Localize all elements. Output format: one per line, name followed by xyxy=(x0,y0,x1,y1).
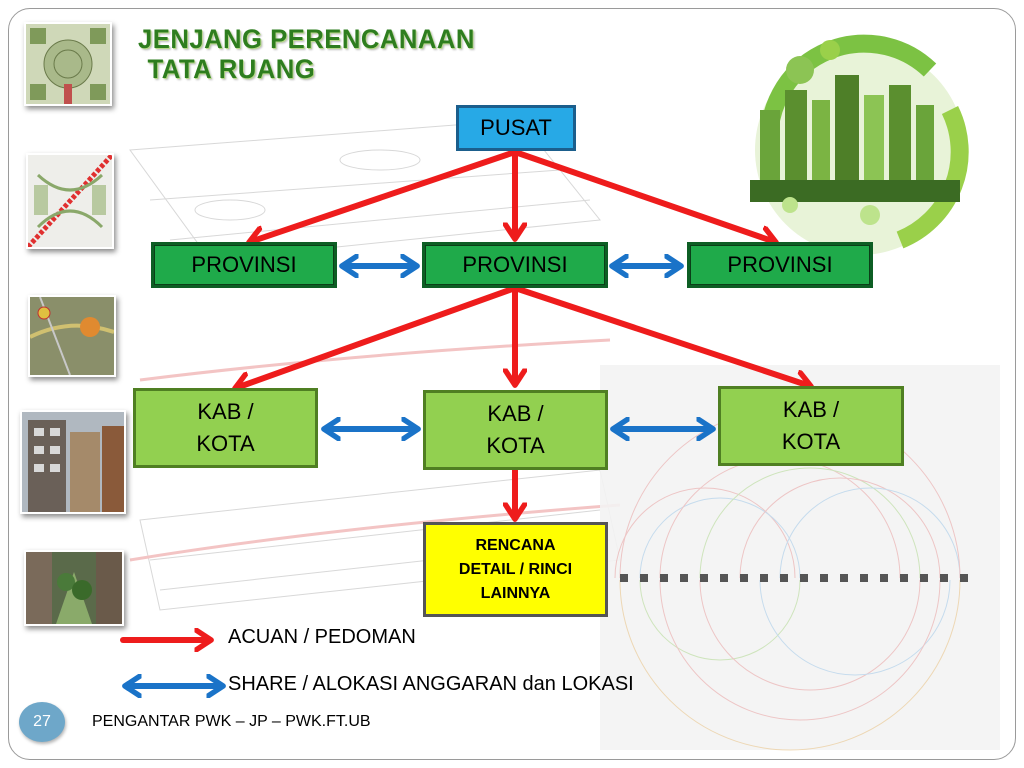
page-number: 27 xyxy=(33,713,51,730)
slide-title: JENJANG PERENCANAAN TATA RUANG xyxy=(138,24,475,84)
legend-share-suffix: dan LOKASI xyxy=(522,673,634,695)
rencana-label-line-3: LAINNYA xyxy=(480,584,551,602)
kab-kota-box-1: KAB / KOTA xyxy=(133,388,318,468)
acuan-arrow-prov-kab-3 xyxy=(512,285,810,386)
kab-kota-label-2-line-2: KOTA xyxy=(486,433,545,458)
kab-kota-label-2-line-1: KAB / xyxy=(487,401,544,426)
provinsi-label-2: PROVINSI xyxy=(462,252,568,277)
acuan-arrow-prov-kab-1 xyxy=(236,285,518,388)
page-number-badge: 27 xyxy=(19,702,65,742)
thumbnail-buildings xyxy=(20,410,126,514)
kab-kota-label-3-line-1: KAB / xyxy=(782,397,840,422)
title-line-1: JENJANG PERENCANAAN xyxy=(138,24,475,54)
kab-kota-label-1-line-2: KOTA xyxy=(196,431,255,456)
rencana-detail-box: RENCANA DETAIL / RINCI LAINNYA xyxy=(423,522,608,617)
provinsi-box-1: PROVINSI xyxy=(151,242,337,288)
kab-kota-box-2: KAB / KOTA xyxy=(423,390,608,470)
provinsi-box-3: PROVINSI xyxy=(687,242,873,288)
thumbnail-plan-2 xyxy=(26,153,114,249)
provinsi-box-2: PROVINSI xyxy=(422,242,608,288)
acuan-arrow-pusat-prov-3 xyxy=(512,149,775,242)
pusat-box: PUSAT xyxy=(456,105,576,151)
provinsi-label-1: PROVINSI xyxy=(191,252,297,277)
rencana-label-line-2: DETAIL / RINCI xyxy=(458,560,573,578)
provinsi-label-3: PROVINSI xyxy=(727,252,833,277)
thumbnail-map xyxy=(28,295,116,377)
kab-kota-label-1-line-1: KAB / xyxy=(197,399,254,424)
title-line-2: TATA RUANG xyxy=(147,54,316,84)
legend-share-text: SHARE / ALOKASI ANGGARAN dan LOKASI xyxy=(228,673,634,696)
footer-text: PENGANTAR PWK – JP – PWK.FT.UB xyxy=(92,713,371,730)
kab-kota-label-3-line-2: KOTA xyxy=(781,429,841,454)
legend-share-main: SHARE / ALOKASI ANGGARAN xyxy=(228,673,517,695)
kab-kota-box-3: KAB / KOTA xyxy=(718,386,904,466)
rencana-label-line-1: RENCANA xyxy=(475,536,556,554)
legend-acuan-text: ACUAN / PEDOMAN xyxy=(228,626,416,648)
pusat-label: PUSAT xyxy=(480,115,552,140)
thumbnail-street xyxy=(24,550,124,626)
green-city-illustration xyxy=(750,34,969,255)
thumbnail-plan-1 xyxy=(24,22,112,106)
acuan-arrow-pusat-prov-1 xyxy=(250,149,518,242)
